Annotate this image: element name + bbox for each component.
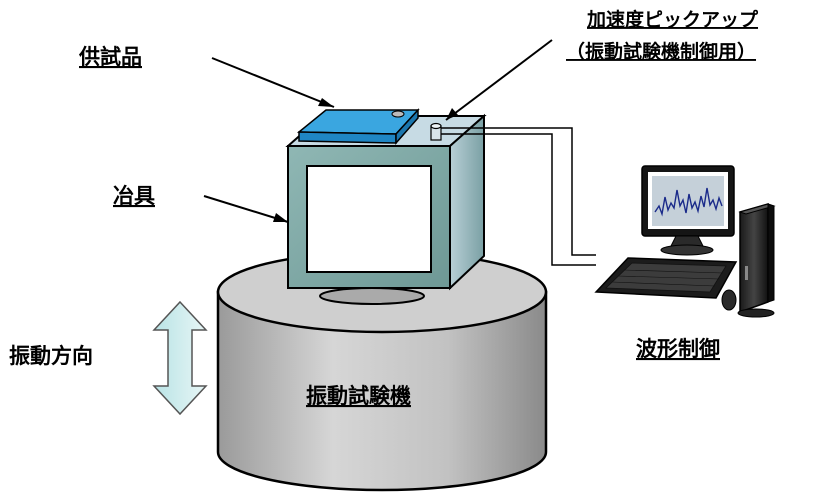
label-shaker: 振動試験機 — [306, 384, 411, 408]
mouse — [721, 289, 737, 311]
signal-cable — [441, 127, 596, 266]
pc-tower — [739, 203, 769, 314]
label-jig: 冶具 — [113, 184, 155, 208]
specimen — [296, 108, 420, 145]
label-accelerometer-line2: （振動試験機制御用） — [566, 40, 756, 63]
label-waveform-control: 波形制御 — [636, 337, 720, 361]
label-vibration-direction: 振動方向 — [9, 344, 93, 368]
computer — [594, 165, 776, 318]
waveform-icon — [654, 187, 723, 217]
label-accelerometer-line1: 加速度ピックアップ — [586, 8, 759, 31]
accelerometer-pickup — [430, 122, 442, 141]
leader-lines — [203, 39, 553, 223]
label-specimen: 供試品 — [78, 45, 142, 69]
vibration-direction-arrow — [152, 300, 208, 416]
